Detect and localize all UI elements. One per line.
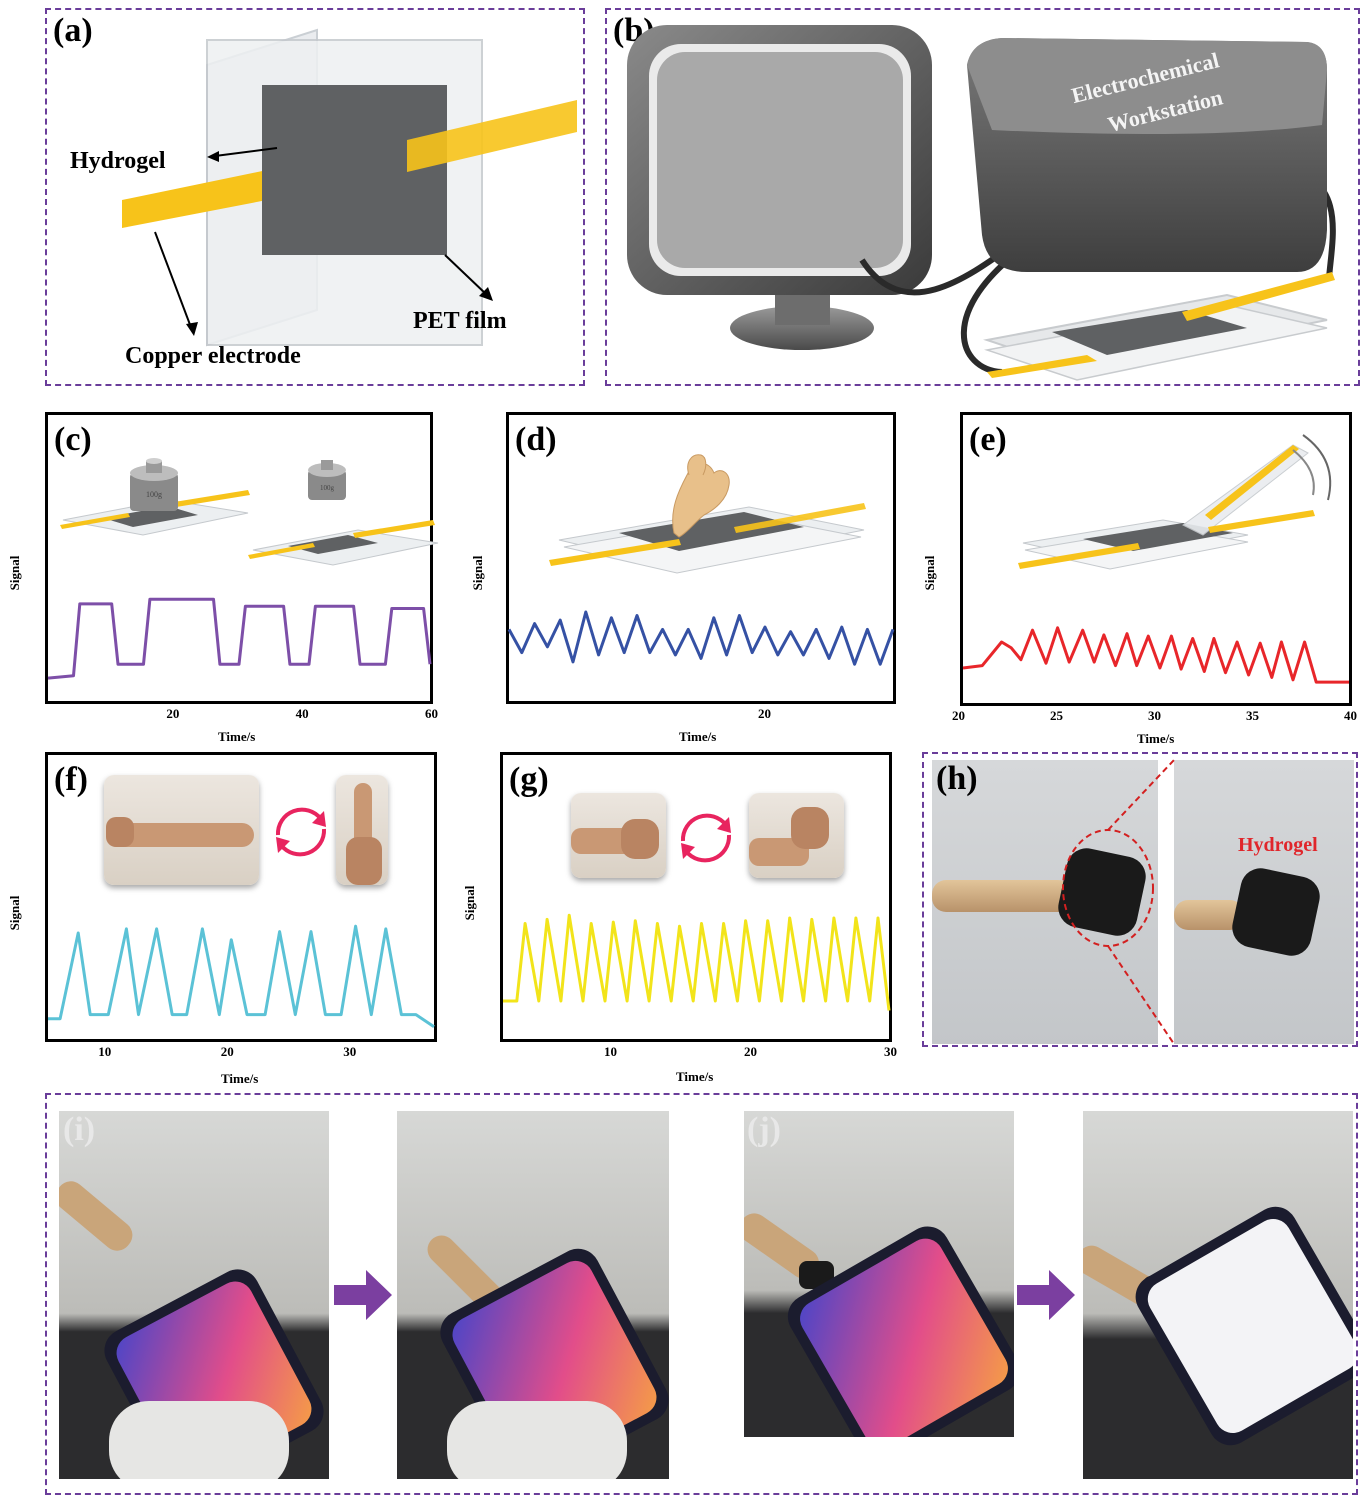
zoom-indicator: [1062, 759, 1175, 1045]
hydrogel-block: [262, 85, 447, 255]
panel-e-label: (e): [969, 421, 1007, 458]
sensor-copper-right: [1182, 272, 1335, 321]
chart-f-xlabel: Time/s: [221, 1071, 259, 1086]
sensor-schematic: [122, 28, 577, 347]
cable-sensor-left: [960, 242, 1029, 375]
chart-f-series-line: [48, 924, 435, 1029]
setup-illustration: Electrochemical Workstation: [627, 25, 1336, 381]
finger-hand: [672, 463, 730, 538]
chart-c-xtick: 20: [166, 706, 180, 721]
chart-e-ylabel: Signal: [922, 555, 937, 591]
panel-f: (f): [45, 752, 437, 1042]
copper-right: [407, 100, 577, 172]
chart-f-ylabel: Signal: [7, 895, 22, 931]
chart-g-xtick: 10: [604, 1044, 617, 1059]
weight-large: [130, 473, 178, 511]
chart-d-xticks: 20: [506, 706, 896, 722]
chart-f-xticks: 10 20 30: [45, 1044, 437, 1060]
panel-c: (c) 100g 100g: [45, 412, 439, 704]
chart-c-xlabel: Time/s: [218, 729, 256, 744]
arrow-right-icon-i: [334, 1270, 392, 1320]
copper-electrode-label: Copper electrode: [125, 343, 301, 369]
pet-film-label: PET film: [413, 308, 507, 334]
sensor-hydrogel: [1052, 310, 1247, 355]
chart-e-xtick: 40: [1344, 708, 1357, 723]
panel-g: (g): [500, 752, 892, 1042]
monitor-screen: [657, 52, 903, 268]
panel-ij: (i) (j): [45, 1093, 1358, 1495]
mannequin-photo-right: [1174, 760, 1354, 1044]
chart-d-xtick: 20: [758, 706, 771, 721]
panel-j-label: (j): [747, 1111, 781, 1148]
chart-g-series-line: [503, 913, 891, 1011]
phone-photo-i2: [397, 1111, 669, 1479]
chart-d: [507, 610, 895, 666]
chart-f-xtick: 20: [220, 1044, 234, 1059]
phone-photo-i1: [59, 1111, 329, 1479]
cycle-arrows-icon-g: [680, 813, 732, 863]
panel-d: (d): [506, 412, 896, 704]
chart-c-xtick: 40: [295, 706, 309, 721]
mannequin-photo-left: [932, 760, 1158, 1044]
panel-h: (h) Hydrogel: [922, 752, 1358, 1047]
pressure-sensor-illustration: 100g 100g: [60, 458, 439, 566]
weight-small: [308, 470, 346, 500]
copper-left: [122, 170, 267, 228]
chart-f-xtick: 10: [98, 1044, 112, 1059]
chart-e-xtick: 35: [1246, 708, 1259, 723]
chart-g-ylabel: Signal: [462, 885, 477, 921]
panel-b: (b) Electrochemical Workstation: [605, 8, 1360, 386]
panel-a: (a) Hydrogel PET film Copper electrode: [45, 8, 585, 386]
chart-g-xticks: 10 20 30: [500, 1044, 897, 1060]
chart-e-xtick: 20: [952, 708, 965, 723]
bend-arc-arrow: [1302, 434, 1332, 501]
panel-f-label: (f): [54, 761, 88, 798]
bend-sensor-illustration: [1018, 434, 1332, 570]
chart-e-xlabel: Time/s: [1137, 731, 1175, 746]
phone-photo-j1: [744, 1111, 1014, 1437]
wrist-straight-photo: [571, 793, 666, 878]
sensor-copper-left: [987, 355, 1097, 378]
panel-e: (e): [960, 412, 1352, 706]
chart-d-series-line: [507, 610, 895, 666]
touch-sensor-illustration: [549, 454, 866, 574]
svg-text:100g: 100g: [320, 484, 335, 492]
chart-d-xlabel: Time/s: [679, 729, 717, 744]
chart-g-xtick: 20: [744, 1044, 757, 1059]
chart-f-xtick: 30: [343, 1044, 357, 1059]
cycle-arrows-icon: [275, 807, 327, 857]
chart-g: [503, 913, 891, 1011]
panel-g-label: (g): [509, 761, 549, 798]
panel-d-label: (d): [515, 421, 557, 458]
chart-c-xtick: 60: [425, 706, 438, 721]
hydrogel-label: Hydrogel: [70, 148, 166, 174]
chart-g-xtick: 30: [884, 1044, 897, 1059]
chart-g-xlabel: Time/s: [676, 1069, 714, 1084]
arrow-right-icon-j: [1017, 1270, 1075, 1320]
chart-c-ylabel: Signal: [7, 555, 22, 591]
panel-a-label: (a): [53, 12, 93, 49]
panel-h-label: (h): [936, 760, 978, 797]
monitor-base: [730, 306, 874, 350]
arm-straight-photo: [104, 775, 259, 885]
chart-d-ylabel: Signal: [470, 555, 485, 591]
chart-e-xticks: 20 25 30 35 40: [952, 708, 1357, 724]
hydrogel-caption: Hydrogel: [1238, 834, 1318, 856]
chart-e-xtick: 30: [1148, 708, 1161, 723]
chart-c-series-line: [47, 597, 432, 680]
chart-c-xticks: 20 40 60: [45, 706, 438, 722]
phone-photo-j2: [1083, 1111, 1353, 1479]
arm-bent-photo: [336, 775, 388, 885]
wrist-bent-photo: [749, 793, 844, 878]
panel-i-label: (i): [63, 1111, 96, 1148]
chart-f: [48, 924, 435, 1029]
chart-e-series-line: [962, 626, 1349, 684]
chart-c: [47, 597, 432, 680]
chart-e-xtick: 25: [1050, 708, 1063, 723]
chart-e: [962, 626, 1349, 684]
panel-c-label: (c): [54, 421, 92, 458]
svg-text:100g: 100g: [146, 490, 162, 499]
